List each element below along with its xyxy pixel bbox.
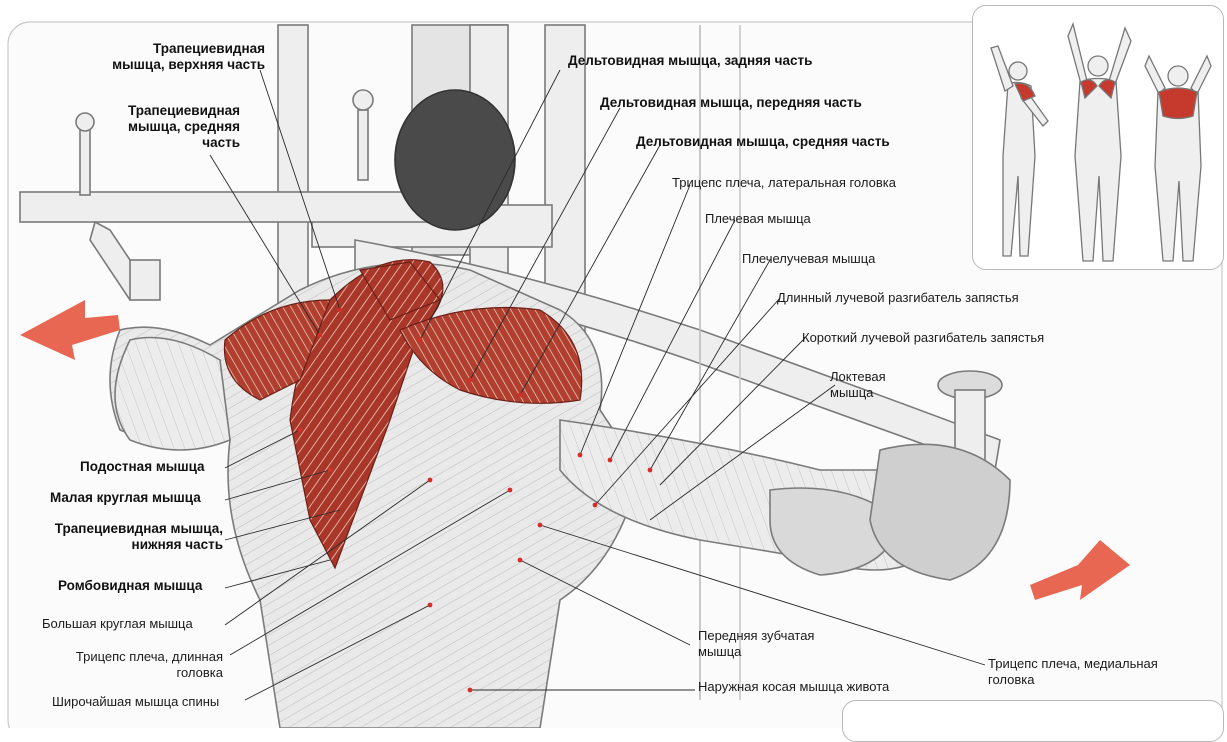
left-clamp <box>130 260 160 300</box>
figure-back-view <box>1145 56 1211 261</box>
label-ext-carpi-radialis-longus: Длинный лучевой разгибатель запястья <box>777 290 1019 306</box>
reference-figures <box>973 6 1223 269</box>
reference-figures-inset <box>972 5 1224 270</box>
label-ext-carpi-radialis-brevis: Короткий лучевой разгибатель запястья <box>802 330 1044 346</box>
center-knob <box>353 90 373 110</box>
label-deltoid-middle: Дельтовидная мышца, средняя часть <box>636 134 890 150</box>
label-triceps-lateral: Трицепс плеча, латеральная головка <box>672 175 896 191</box>
label-teres-major: Большая круглая мышца <box>42 616 193 632</box>
head-hair <box>395 90 515 230</box>
secondary-inset <box>842 700 1224 742</box>
figure-front-view <box>1068 24 1131 261</box>
label-trapezius-lower: Трапециевидная мышца,нижняя часть <box>15 521 223 553</box>
label-brachialis: Плечевая мышца <box>705 211 811 227</box>
label-infraspinatus: Подостная мышца <box>80 459 205 475</box>
center-pin <box>358 110 368 180</box>
label-rhomboid: Ромбовидная мышца <box>58 578 202 594</box>
label-latissimus: Широчайшая мышца спины <box>52 694 219 710</box>
label-deltoid-rear: Дельтовидная мышца, задняя часть <box>568 53 812 69</box>
label-deltoid-front: Дельтовидная мышца, передняя часть <box>600 95 862 111</box>
machine-crossbar <box>20 192 430 222</box>
label-brachioradialis: Плечелучевая мышца <box>742 251 875 267</box>
label-teres-minor: Малая круглая мышца <box>50 490 201 506</box>
figure-side-view <box>991 46 1048 256</box>
label-external-oblique: Наружная косая мышца живота <box>698 679 889 695</box>
